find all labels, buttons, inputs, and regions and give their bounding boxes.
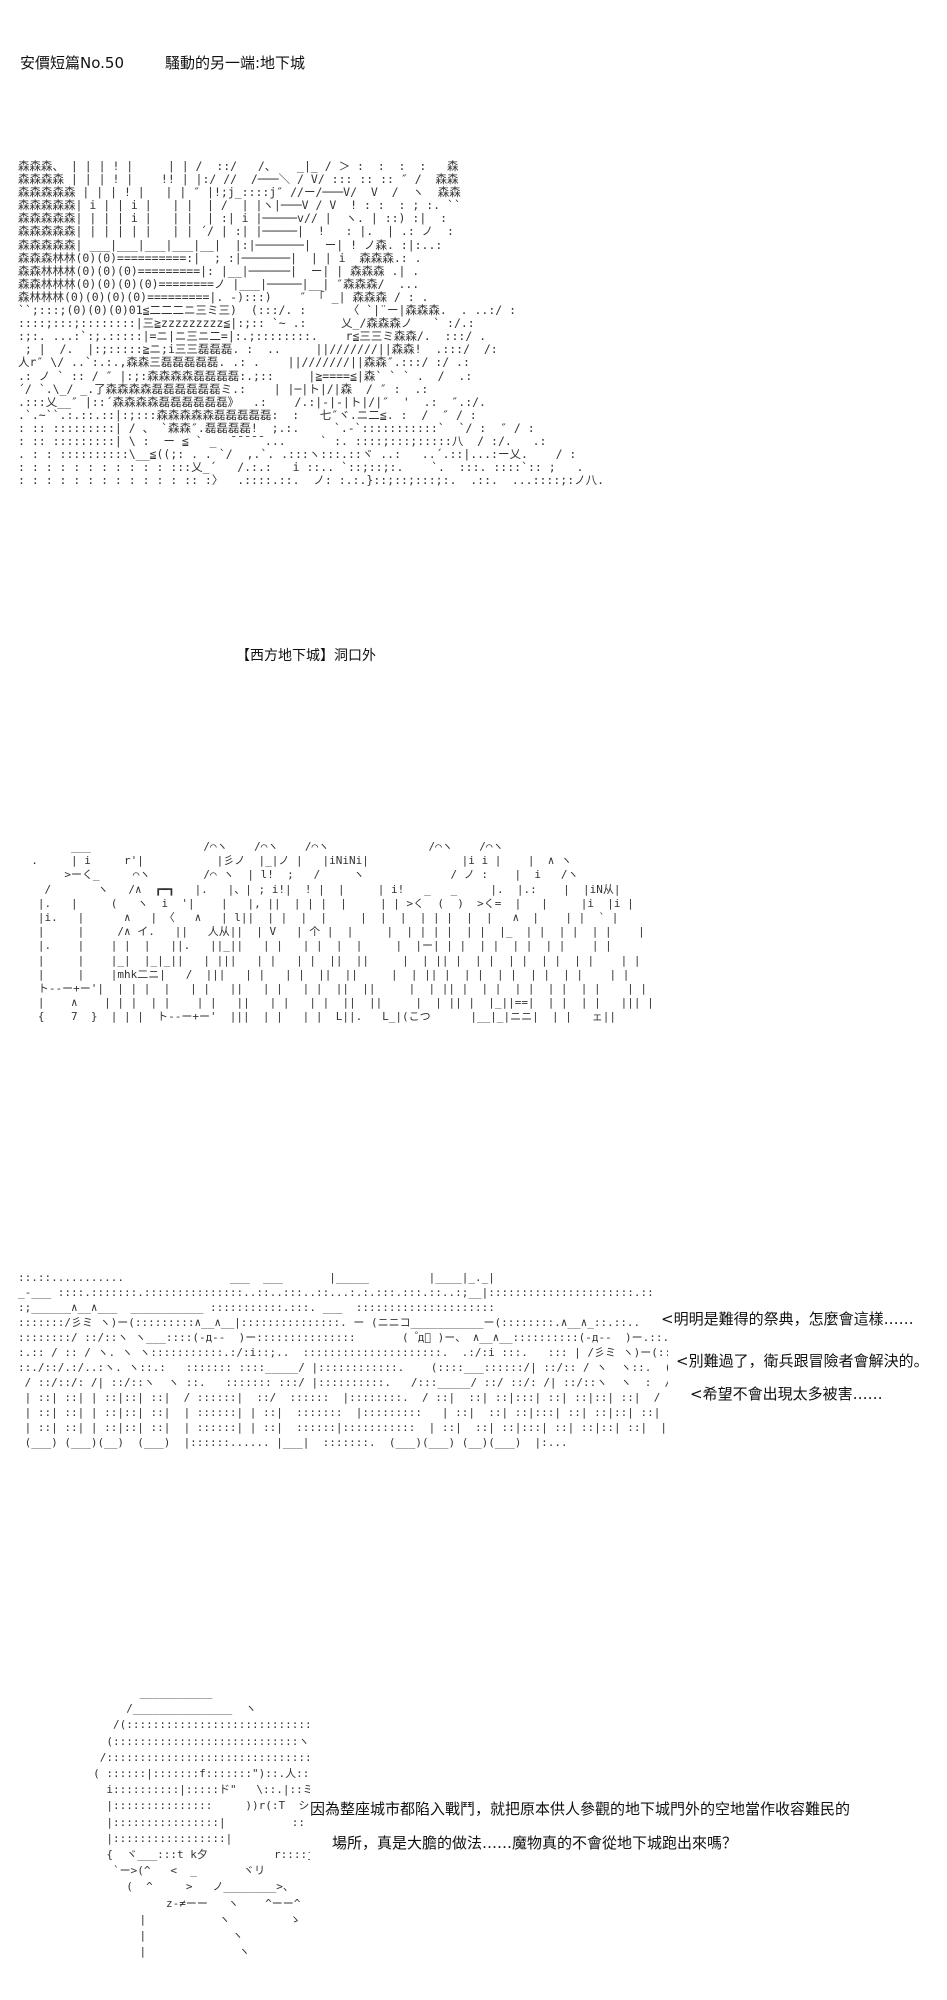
scene4-line-2: 場所，真是大膽的做法……魔物真的不會從地下城跑出來嗎？ — [332, 1834, 738, 1852]
crowd-ascii-art: ___ /⌒ヽ /⌒ヽ /⌒ヽ /⌒ヽ /⌒ヽ . | i r'| |彡ノ |_… — [31, 840, 654, 1024]
scene3-line-2: <別難過了，衛兵跟冒險者會解決的。 — [676, 1352, 929, 1370]
scene4-line-1: 因為整座城市都陷入戰鬥，就把原本供人參觀的地下城門外的空地當作收容難民的 — [310, 1800, 851, 1818]
header-chapter: 騷動的另一端:地下城 — [165, 54, 306, 72]
thinking-character-ascii-art: ___________ /_______________ ヽ /(:::::::… — [93, 1686, 310, 1959]
header-series: 安價短篇No.50 — [20, 54, 124, 72]
forest-dungeon-ascii-art: 森森森、 | | | ! | | | / ::/ /、 _|_ / ＞ : : … — [18, 160, 618, 488]
scene3-line-3: <希望不會出現太多被害…… — [690, 1385, 883, 1403]
scene3-line-1: <明明是難得的祭典，怎麼會這樣…… — [661, 1310, 914, 1328]
scene1-caption: 【西方地下城】洞口外 — [236, 648, 376, 664]
talking-figures-ascii-art: ::.::........... ___ ___ |_____ |____|_.… — [18, 1271, 668, 1449]
